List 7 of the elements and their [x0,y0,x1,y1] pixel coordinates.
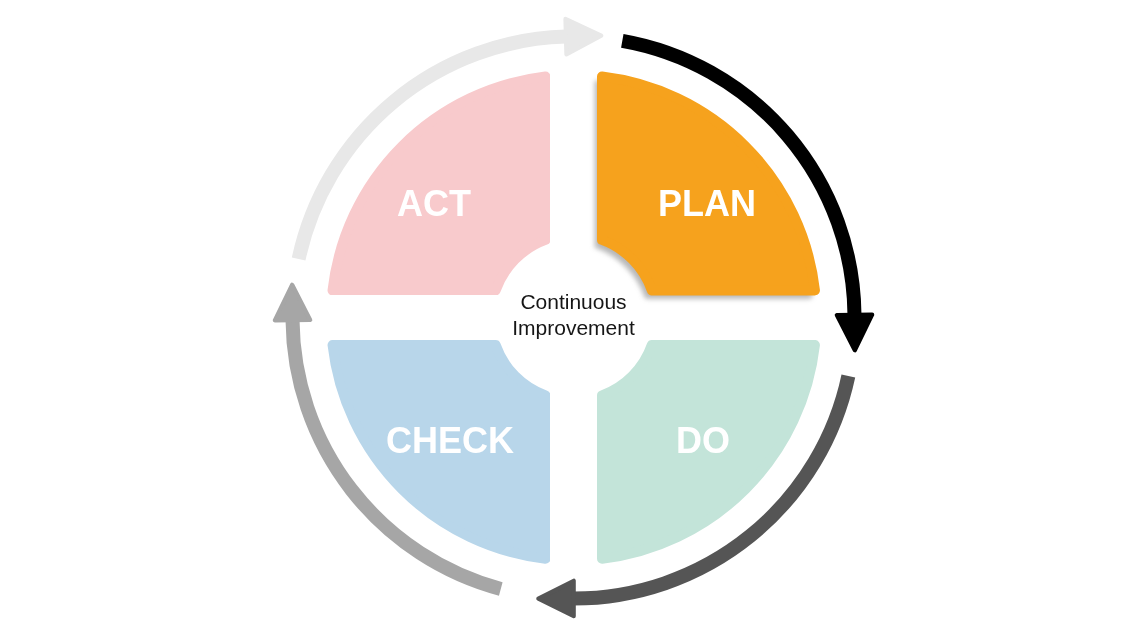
center-label: Continuous Improvement [511,289,636,341]
quadrant-segment [326,70,550,295]
quadrant-segment [326,340,550,565]
segment-label: PLAN [658,186,756,222]
quadrant-segment [597,340,821,565]
segment-label: DO [676,423,730,459]
segment-label: CHECK [386,423,514,459]
